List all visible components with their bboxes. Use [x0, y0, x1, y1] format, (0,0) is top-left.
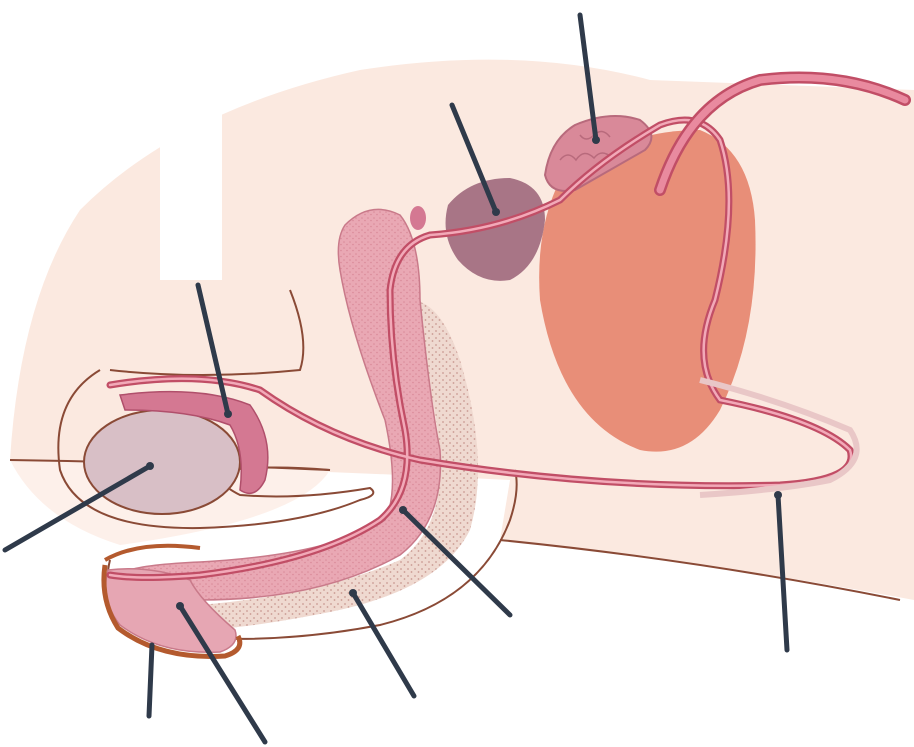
leader-dot-vas-deferens: [774, 491, 782, 499]
foreskin-edge: [105, 546, 200, 560]
bulbourethral-gland: [410, 206, 426, 230]
leader-dot-spongy-tissue: [349, 589, 357, 597]
leader-dot-glans: [176, 602, 184, 610]
leader-line-spongy-tissue: [353, 593, 414, 696]
leader-dot-urethra: [399, 506, 407, 514]
leader-dot-seminal-vesicle: [592, 136, 600, 144]
leader-dot-prostate: [492, 208, 500, 216]
leader-line-foreskin: [149, 645, 152, 716]
testis: [84, 410, 240, 514]
label-cover-top-left: [160, 90, 222, 280]
leader-dot-testis: [146, 462, 154, 470]
leader-dot-epididymis: [224, 410, 232, 418]
